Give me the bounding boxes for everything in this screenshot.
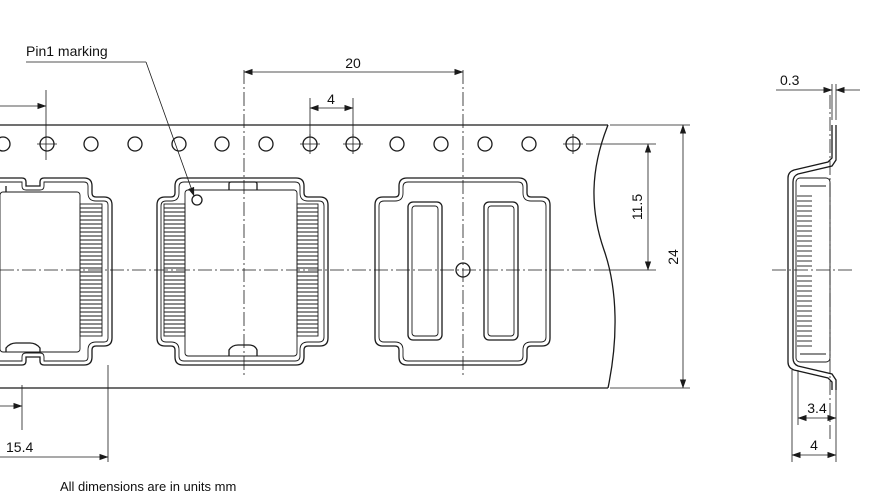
chip-top-notch [228,181,258,190]
pin1-dot [191,194,203,206]
pocket-slot-right [483,201,519,341]
svg-text:Pin1 marking: Pin1 marking [26,43,108,59]
sprocket-hole [258,136,274,152]
dimension-depth-3-4: 3.4 [797,370,837,462]
left-pocket-pins [79,203,103,337]
dimension-hole-pitch: 4 [309,91,354,136]
dimension-left-offset: 15.4 [0,90,109,462]
pocket-slot-left [407,201,443,341]
dimension-cover-thickness: 0.3 [776,72,860,120]
pocket-with-chip [156,177,329,366]
pocket-empty [374,177,551,366]
dimension-depth-4: 4 [791,370,837,462]
svg-text:4: 4 [810,437,818,453]
dimension-tape-width: 24 [610,124,690,389]
chip-body [184,189,298,357]
svg-text:11.5: 11.5 [629,194,645,220]
sprocket-hole [127,136,143,152]
chip-right-pins [296,203,319,337]
dimension-pocket-pitch: 20 [243,55,464,76]
chip-bottom-notch [228,344,258,356]
tape-break-line [593,124,616,389]
pin1-marking-callout: Pin1 marking [26,43,195,197]
side-view-pins [797,195,812,347]
sprocket-hole [521,136,537,152]
pocket-left-partial [0,177,113,366]
side-view [772,95,852,440]
sprocket-hole [477,136,493,152]
svg-text:20: 20 [345,55,361,71]
svg-text:15.4: 15.4 [6,439,33,455]
sprocket-hole [83,136,99,152]
sprocket-hole [171,136,187,152]
svg-text:0.3: 0.3 [780,72,800,88]
units-note: All dimensions are in units mm [60,479,236,494]
sprocket-hole [0,136,11,152]
svg-text:4: 4 [327,91,335,107]
carrier-tape [0,124,616,389]
svg-text:24: 24 [665,249,681,265]
sprocket-hole [433,136,449,152]
sprocket-holes [0,134,583,154]
chip-left-pins [163,203,186,337]
dimension-hole-to-center: 11.5 [586,143,656,271]
sprocket-hole [389,136,405,152]
sprocket-hole [214,136,230,152]
svg-text:3.4: 3.4 [807,400,827,416]
